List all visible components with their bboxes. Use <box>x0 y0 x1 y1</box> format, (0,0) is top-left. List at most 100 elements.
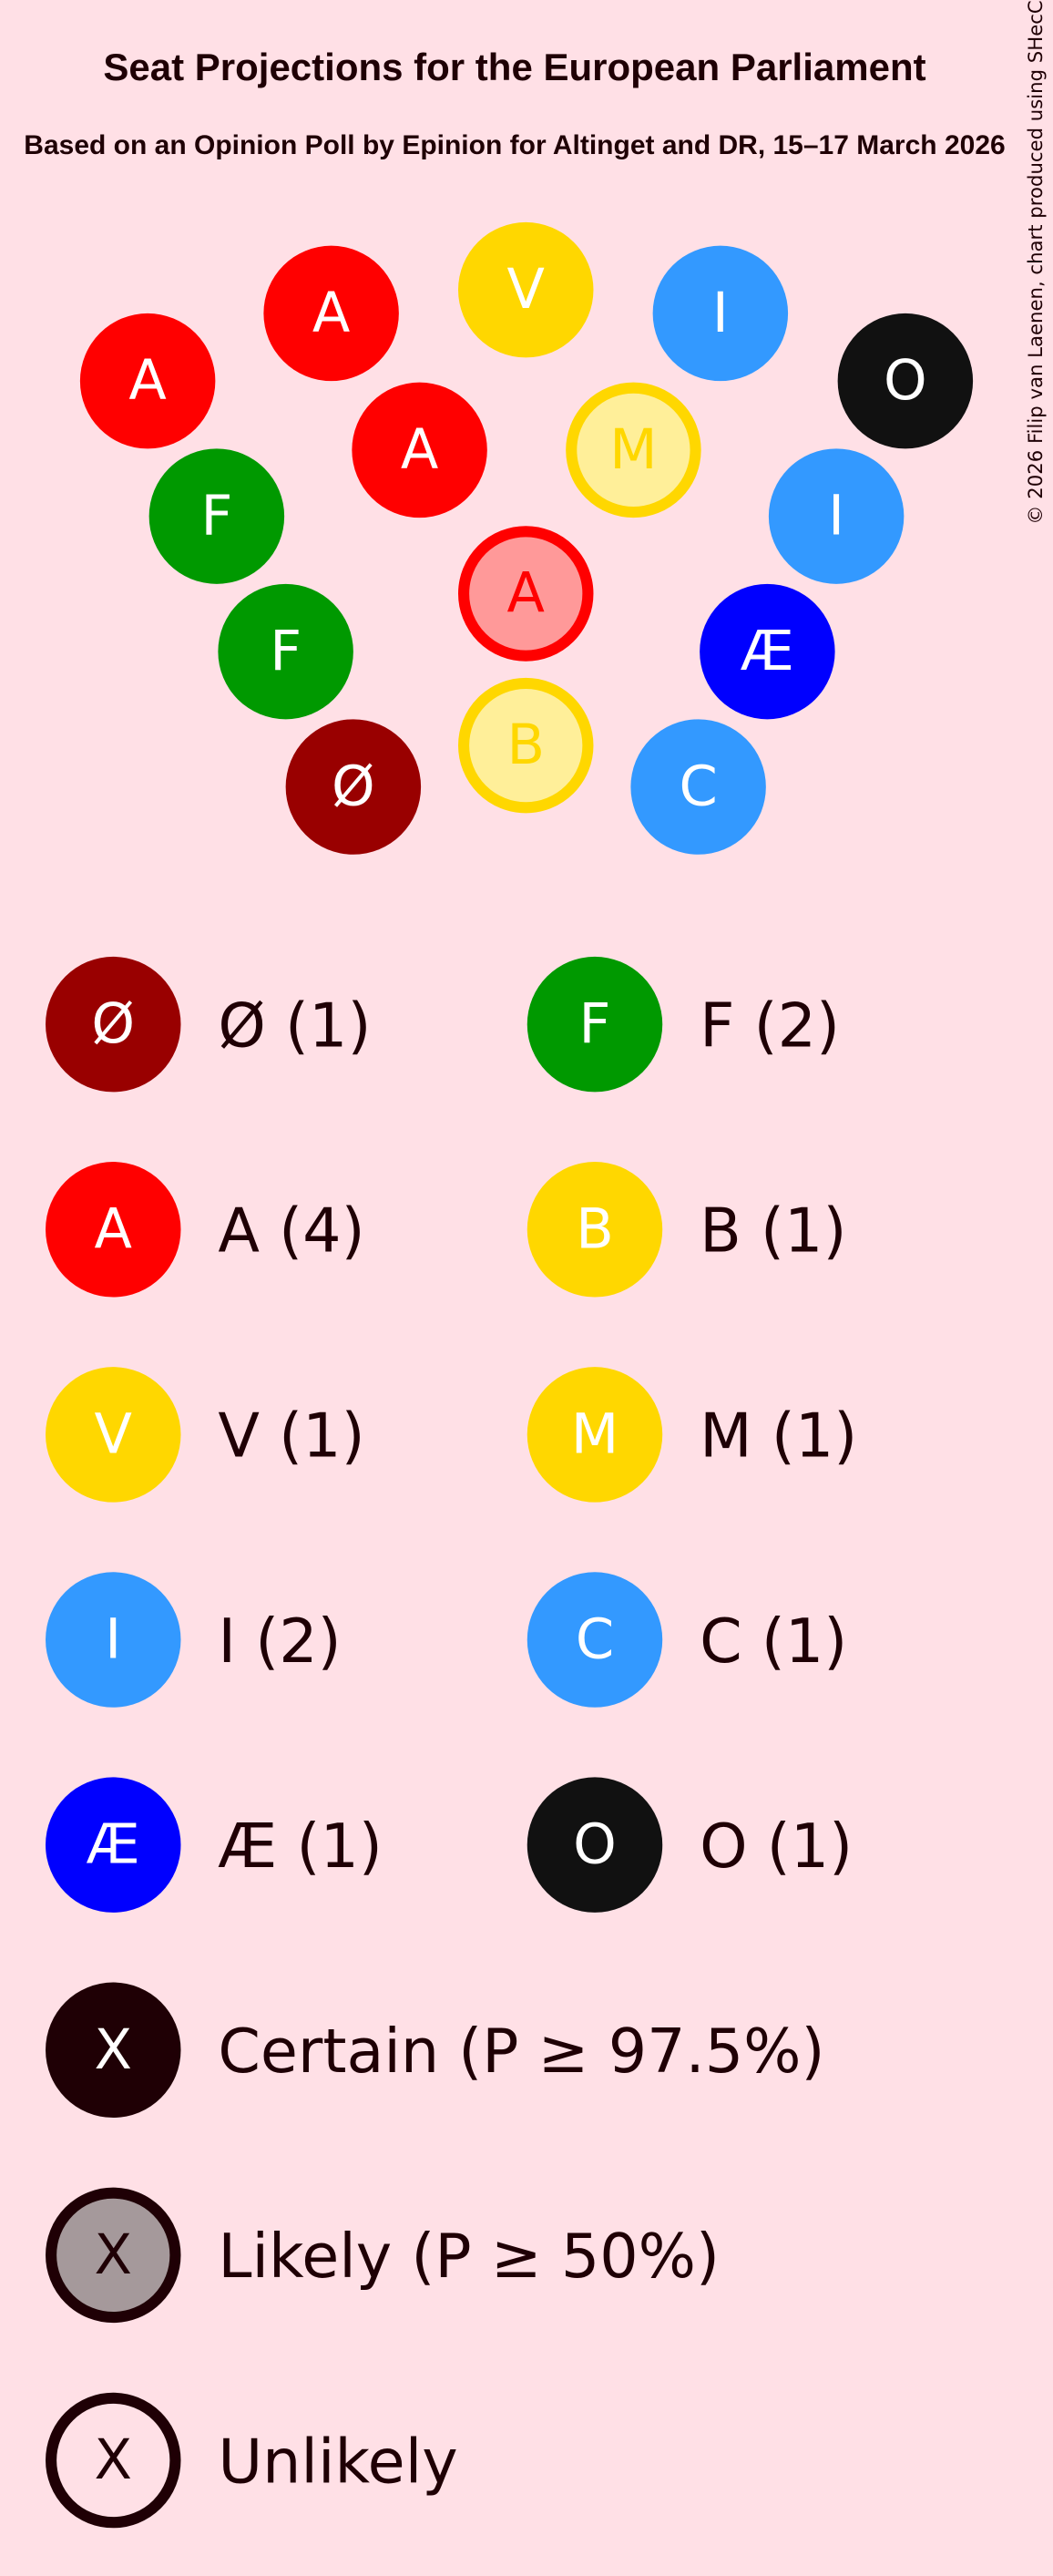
seat-2: V <box>458 221 594 358</box>
seat-letter: Ø <box>91 992 135 1056</box>
seat-letter: A <box>401 418 438 482</box>
legend-swatch: V <box>46 1367 181 1503</box>
seat-circle <box>526 1777 663 1913</box>
seat-circle <box>46 1162 181 1298</box>
seat-letter: B <box>576 1197 614 1261</box>
seat-letter: O <box>884 349 927 413</box>
legend-item: V V (1) <box>46 1367 365 1503</box>
status-label: Unlikely <box>218 2426 457 2497</box>
seat-circle <box>837 313 974 449</box>
seat-10: F <box>218 583 353 720</box>
seat-7: F <box>148 448 285 584</box>
seat-circle <box>700 583 835 720</box>
status-legend-likely: X Likely (P ≥ 50%) <box>46 2187 720 2324</box>
legend-swatch: I <box>46 1572 181 1708</box>
chart-title: Seat Projections for the European Parlia… <box>103 46 926 88</box>
legend-label: F (2) <box>700 990 840 1061</box>
legend-label: M (1) <box>700 1401 857 1472</box>
legend-swatch: C <box>526 1572 663 1708</box>
seat-circle <box>148 448 285 584</box>
seat-letter: I <box>105 1608 121 1672</box>
seat-letter: X <box>94 2018 132 2082</box>
legend-swatch: B <box>526 1162 663 1298</box>
seat-letter: V <box>95 1402 132 1466</box>
seat-8: I <box>768 448 905 584</box>
legend-label: B (1) <box>700 1196 846 1267</box>
seat-0: A <box>79 313 216 449</box>
seat-1: A <box>263 245 399 382</box>
seat-letter: B <box>506 713 545 777</box>
seat-3: I <box>652 245 789 382</box>
legend-item: B B (1) <box>526 1162 846 1298</box>
legend-swatch: Ø <box>46 956 181 1093</box>
seat-14: C <box>630 719 766 855</box>
seat-circle <box>526 1572 663 1708</box>
chart-subtitle: Based on an Opinion Poll by Epinion for … <box>24 130 1006 160</box>
seat-circle <box>458 526 594 662</box>
seat-circle <box>630 719 766 855</box>
status-legend-unlikely: X Unlikely <box>46 2392 458 2529</box>
seat-6: M <box>566 382 701 518</box>
seat-5: A <box>352 382 487 518</box>
seat-letter: X <box>94 2428 132 2492</box>
seat-letter: I <box>828 485 844 549</box>
seat-9: A <box>458 526 594 662</box>
seat-letter: O <box>573 1813 617 1877</box>
legend-swatch: Æ <box>46 1777 181 1913</box>
legend-label: O (1) <box>700 1811 853 1882</box>
seat-letter: C <box>679 755 717 819</box>
seat-letter: M <box>609 418 657 482</box>
seat-letter: Æ <box>87 1813 140 1877</box>
legend-item: F F (2) <box>526 956 840 1093</box>
copyright: © 2026 Filip van Laenen, chart produced … <box>1025 0 1048 524</box>
legend-item: M M (1) <box>526 1367 857 1503</box>
legend-item: I I (2) <box>46 1572 342 1708</box>
seat-letter: F <box>200 485 232 549</box>
seat-circle <box>46 1572 181 1708</box>
status-swatch: X <box>46 2392 181 2529</box>
seat-circle <box>79 313 216 449</box>
seat-letter: I <box>712 282 729 345</box>
legend-swatch: M <box>526 1367 663 1503</box>
status-label: Likely (P ≥ 50%) <box>218 2221 720 2292</box>
seat-letter: A <box>312 282 350 345</box>
status-legend-certain: X Certain (P ≥ 97.5%) <box>46 1982 824 2119</box>
seat-circle <box>285 719 422 855</box>
status-label: Certain (P ≥ 97.5%) <box>218 2016 824 2087</box>
legend-label: Ø (1) <box>218 990 371 1061</box>
legend-swatch: A <box>46 1162 181 1298</box>
seat-circle <box>458 677 594 814</box>
seat-11: Æ <box>700 583 835 720</box>
seat-letter: A <box>128 349 166 413</box>
seat-letter: A <box>95 1197 132 1261</box>
seat-circle <box>768 448 905 584</box>
legend-label: I (2) <box>218 1606 341 1677</box>
seat-letter: A <box>507 561 545 625</box>
seat-letter: C <box>576 1608 614 1672</box>
legend-swatch: F <box>526 956 663 1093</box>
seat-circle <box>46 1982 181 2119</box>
status-legend: X Certain (P ≥ 97.5%) X Likely (P ≥ 50%) X Un… <box>46 1982 824 2529</box>
status-swatch: X <box>46 2187 181 2324</box>
seat-circle <box>352 382 487 518</box>
seat-circle <box>46 1367 181 1503</box>
seat-letter: V <box>507 258 545 322</box>
status-swatch: X <box>46 1982 181 2119</box>
seat-circle <box>652 245 789 382</box>
seat-letter: Ø <box>332 755 375 819</box>
seat-hemicycle: A A V I O A M F I A F Æ Ø B C <box>79 221 974 855</box>
seat-circle <box>526 1162 663 1298</box>
seat-letter: Æ <box>741 620 794 683</box>
legend-label: V (1) <box>218 1401 364 1472</box>
seat-letter: X <box>94 2223 132 2287</box>
seat-letter: F <box>579 992 611 1056</box>
seat-letter: F <box>270 620 302 683</box>
seat-circle <box>263 245 399 382</box>
seat-circle <box>526 956 663 1093</box>
